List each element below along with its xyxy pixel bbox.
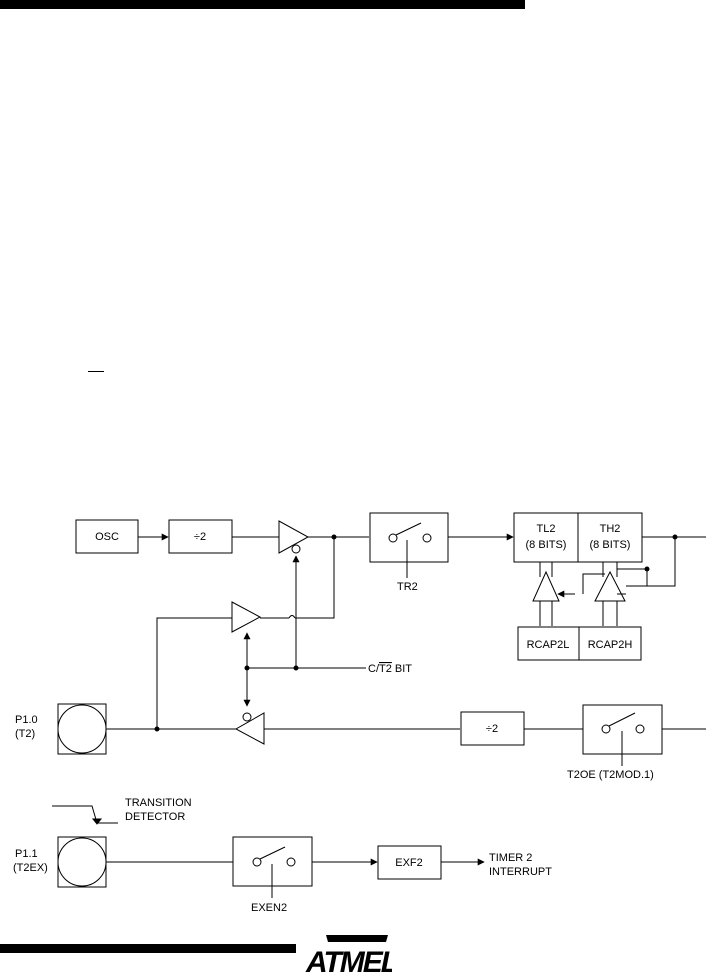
ct2-prefix: C/ [368, 663, 380, 675]
t2oe-label: T2OE (T2MOD.1) [567, 769, 654, 781]
logo-swoosh [326, 935, 388, 942]
ct2-label: C/T2 BIT [368, 663, 412, 675]
footer-rule [0, 944, 296, 953]
p10-label: P1.0 [15, 714, 38, 726]
detector-label: DETECTOR [125, 811, 185, 823]
div2-bottom-block: ÷2 [460, 711, 525, 746]
junction-dot [154, 726, 160, 732]
timer2-label: TIMER 2 [489, 852, 532, 864]
overflow-feedback-wire [626, 537, 676, 587]
p11-label: P1.1 [15, 848, 38, 860]
div2-bottom-label: ÷2 [486, 723, 498, 735]
overflow-down-wire [662, 728, 706, 730]
exen2-label: EXEN2 [251, 902, 287, 914]
rcap2h-buffer [594, 562, 626, 626]
tr2-label: TR2 [397, 581, 418, 593]
osc-label: OSC [95, 531, 119, 543]
logo-text: ATMEL [305, 946, 392, 977]
th2-bits: (8 BITS) [590, 539, 631, 551]
transition-label: TRANSITION [125, 797, 192, 809]
tr2-switch [369, 512, 449, 578]
rcap2h-label: RCAP2H [588, 639, 633, 651]
th2-name: TH2 [600, 523, 621, 535]
header-rule [0, 0, 525, 9]
overline-mark [88, 371, 104, 372]
upper-buffer [278, 520, 310, 554]
ct2-overline: T2 [379, 663, 392, 675]
tl2-th2-register [513, 512, 643, 563]
t2-input-wire [156, 617, 232, 729]
th2-feedback-wire [616, 562, 647, 570]
p10-sublabel: (T2) [15, 728, 35, 740]
exen2-switch [232, 836, 313, 898]
middle-to-junction-wire [295, 537, 335, 619]
rcap2l-label: RCAP2L [527, 639, 570, 651]
div2-top-label: ÷2 [194, 531, 206, 543]
transition-arrowhead [91, 818, 103, 825]
p10-pin [57, 703, 107, 755]
tl2-name: TL2 [537, 523, 556, 535]
t2oe-switch [582, 704, 663, 766]
transition-symbol [52, 805, 118, 824]
junction-dot [293, 665, 299, 671]
exf2-label: EXF2 [395, 857, 423, 869]
p11-sublabel: (T2EX) [13, 862, 48, 874]
osc-block: OSC [75, 519, 139, 554]
wire-crossover [288, 615, 296, 619]
lower-buffer [234, 712, 265, 745]
rcap2l-buffer [532, 562, 560, 626]
tl2-bits: (8 BITS) [526, 539, 567, 551]
atmel-logo: ATMEL [305, 935, 392, 977]
reload-enable-wire [582, 573, 605, 594]
middle-buffer [231, 601, 262, 633]
exf2-block: EXF2 [377, 845, 442, 880]
ct2-suffix: BIT [392, 663, 412, 675]
div2-top-block: ÷2 [168, 519, 233, 554]
p11-pin [57, 836, 107, 888]
rcap2-register [517, 626, 642, 661]
interrupt-label: INTERRUPT [489, 866, 552, 878]
